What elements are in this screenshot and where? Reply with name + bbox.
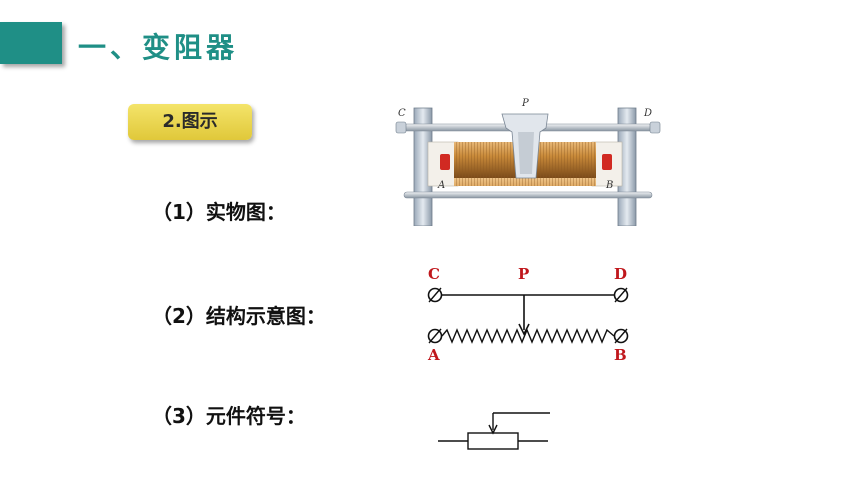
rheostat-schematic: C P D A B <box>427 265 629 364</box>
photo-label-c: C <box>398 108 406 119</box>
photo-label-d: D <box>643 108 652 119</box>
item-symbol-label: （3）元件符号： <box>152 404 306 428</box>
schematic-label-c: C <box>428 265 440 283</box>
page-title: 一、变阻器 <box>78 31 239 64</box>
photo-label-b: B <box>605 180 613 191</box>
rheostat-symbol <box>438 412 550 450</box>
item-photo-label: （1）实物图： <box>152 200 286 224</box>
item-schematic-label: （2）结构示意图： <box>152 304 326 328</box>
header-accent-bar <box>0 22 62 64</box>
schematic-label-b: B <box>614 346 627 364</box>
schematic-label-d: D <box>614 265 627 283</box>
schematic-label-p: P <box>518 265 529 283</box>
section-badge: 2.图示 <box>128 104 252 140</box>
rheostat-photo: C P D A B <box>395 98 661 226</box>
schematic-label-a: A <box>427 346 440 364</box>
photo-label-p: P <box>521 98 529 109</box>
photo-label-a: A <box>437 180 445 191</box>
